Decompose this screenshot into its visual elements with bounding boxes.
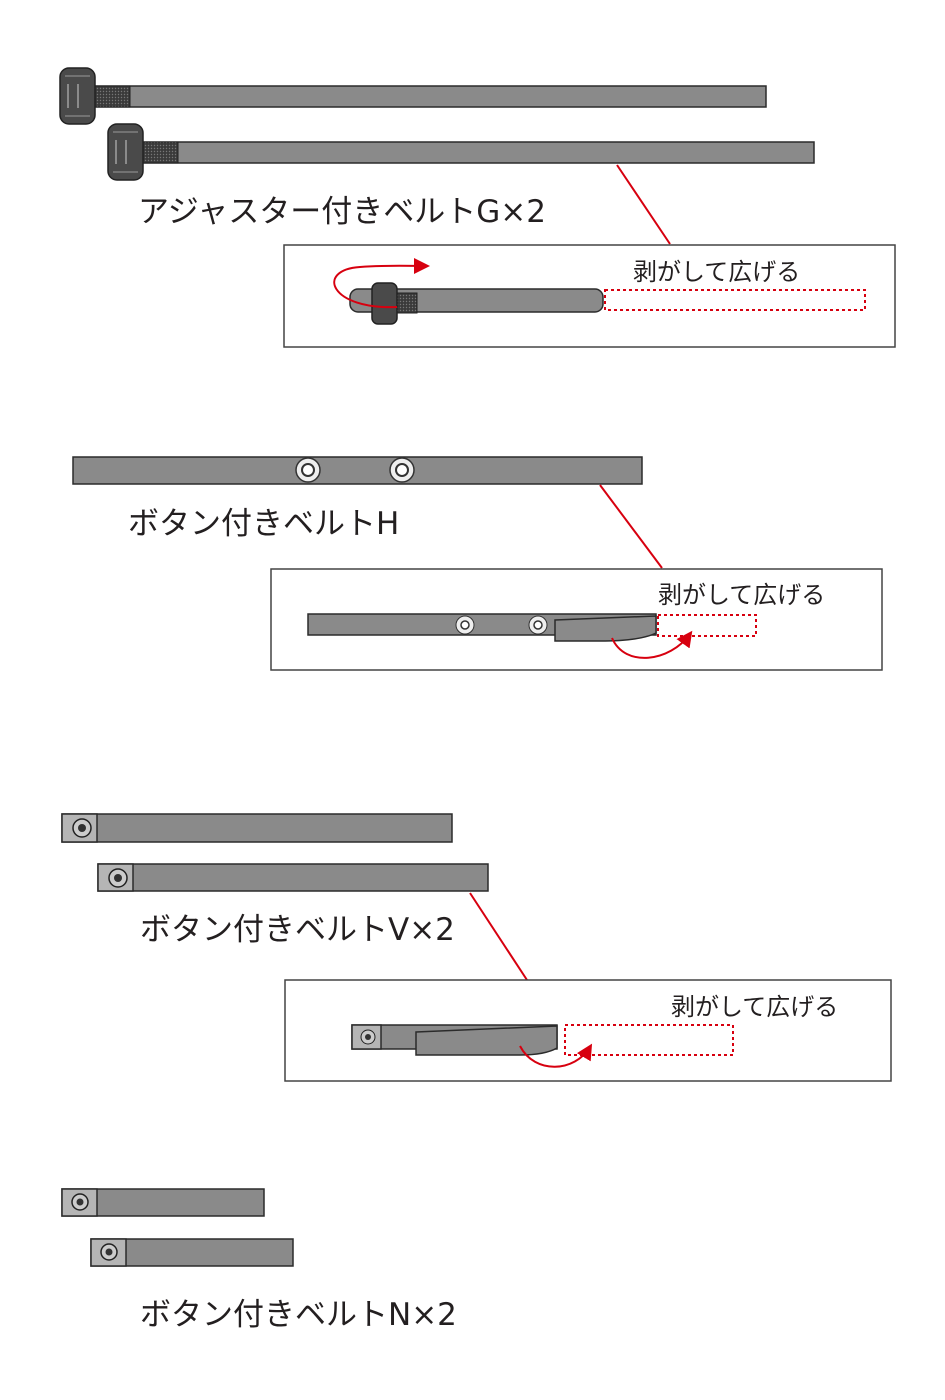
snap-button-icon bbox=[108, 868, 128, 888]
snap-button-icon bbox=[71, 1193, 89, 1211]
snap-button-icon bbox=[455, 615, 475, 635]
adjuster-buckle-icon bbox=[107, 123, 144, 181]
velcro-patch bbox=[89, 85, 131, 108]
detail-box: 剥がして広げる bbox=[270, 568, 883, 671]
adjuster-belt-g-2 bbox=[107, 123, 815, 181]
section-label: アジャスター付きベルトG×2 bbox=[138, 194, 546, 230]
fold-arrow-icon bbox=[333, 257, 430, 309]
button-belt-v-section: ボタン付きベルトV×2 剥がして広げる bbox=[61, 813, 892, 1082]
detail-label: 剥がして広げる bbox=[671, 993, 838, 1021]
velcro-patch bbox=[137, 141, 179, 164]
snap-button-icon bbox=[72, 818, 92, 838]
snap-button-icon bbox=[100, 1243, 118, 1261]
detail-box: 剥がして広げる bbox=[283, 244, 896, 348]
unfold-outline bbox=[657, 614, 757, 637]
detail-label: 剥がして広げる bbox=[658, 581, 825, 609]
snap-button-icon bbox=[528, 615, 548, 635]
adjuster-belt-g-1 bbox=[59, 67, 767, 125]
snap-button-icon bbox=[389, 457, 415, 483]
detail-label: 剥がして広げる bbox=[633, 258, 800, 286]
callout-line bbox=[599, 484, 663, 569]
button-belt-n-section: ボタン付きベルトN×2 bbox=[61, 1188, 457, 1333]
unfold-outline bbox=[604, 289, 866, 311]
button-belt-h-section: ボタン付きベルトH 剥がして広げる bbox=[72, 456, 883, 671]
snap-button-icon bbox=[295, 457, 321, 483]
callout-line bbox=[616, 164, 671, 245]
section-label: ボタン付きベルトH bbox=[128, 506, 399, 542]
adjuster-buckle-icon bbox=[59, 67, 96, 125]
adjuster-buckle-icon bbox=[371, 282, 398, 325]
section-label: ボタン付きベルトV×2 bbox=[140, 912, 455, 948]
peeled-flap bbox=[554, 615, 657, 642]
fold-arrow-icon bbox=[519, 1043, 593, 1068]
adjuster-belt-g-section: アジャスター付きベルトG×2 剥がして広げる bbox=[59, 67, 896, 348]
unfold-outline bbox=[564, 1024, 734, 1056]
detail-box: 剥がして広げる bbox=[284, 979, 892, 1082]
snap-button-icon bbox=[360, 1029, 376, 1045]
callout-line bbox=[469, 892, 528, 981]
peeled-flap bbox=[415, 1025, 558, 1056]
fold-arrow-icon bbox=[611, 630, 693, 659]
section-label: ボタン付きベルトN×2 bbox=[140, 1297, 457, 1333]
